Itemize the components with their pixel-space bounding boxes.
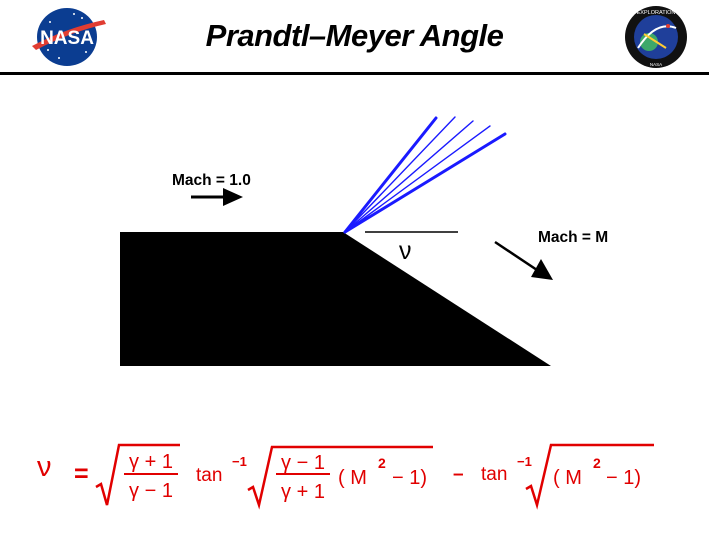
angle-symbol: ν — [399, 237, 412, 265]
downstream-mach-label: Mach = M — [538, 229, 608, 246]
exploration-logo-subtext: NASA — [650, 62, 662, 67]
eq-paren-close-1: − 1) — [392, 467, 427, 489]
eq-frac1-numerator: γ + 1 — [129, 451, 173, 473]
eq-paren-open-m: ( M — [338, 467, 367, 489]
downstream-arrow — [494, 240, 541, 274]
nasa-logo-text: NASA — [40, 28, 94, 49]
eq-tan-1-exponent: −1 — [232, 454, 247, 469]
upstream-mach-label: Mach = 1.0 — [172, 172, 251, 189]
fan-ray-4 — [344, 125, 491, 233]
upstream-arrowhead — [223, 188, 243, 206]
eq-equals: = — [74, 460, 89, 488]
eq-tan-2: tan — [481, 464, 507, 485]
header-divider — [0, 72, 709, 75]
eq-sqrt-1 — [95, 443, 180, 506]
fan-ray-5 — [343, 132, 507, 234]
eq-tan-2-exponent: −1 — [517, 454, 532, 469]
nasa-logo: NASA — [32, 8, 106, 66]
eq-frac2-numerator: γ − 1 — [281, 452, 325, 474]
fan-ray-3 — [344, 120, 474, 233]
fan-ray-1 — [343, 116, 438, 234]
fan-ray-2 — [344, 116, 456, 233]
eq-frac1-denominator: γ − 1 — [129, 480, 173, 502]
eq-m-exponent-2: 2 — [593, 455, 601, 471]
header: NASA Prandtl–Meyer Angle EXPLORATION NAS… — [0, 0, 709, 78]
expansion-fan — [343, 116, 507, 234]
eq-paren-close-2: − 1) — [606, 467, 641, 489]
exploration-logo-text: EXPLORATION — [637, 10, 676, 16]
page-title: Prandtl–Meyer Angle — [205, 18, 504, 53]
eq-paren-open-m-2: ( M — [553, 467, 582, 489]
wedge-body — [120, 232, 551, 366]
downstream-arrowhead — [531, 259, 553, 280]
eq-lhs-nu: ν — [37, 451, 52, 483]
eq-frac2-denominator: γ + 1 — [281, 481, 325, 503]
nasa-logo-swoosh — [32, 20, 106, 50]
eq-m-exponent-1: 2 — [378, 455, 386, 471]
exploration-logo: EXPLORATION NASA — [625, 6, 687, 68]
eq-sqrt-2 — [247, 445, 433, 510]
eq-sqrt-3 — [525, 443, 654, 510]
eq-tan-1: tan — [196, 465, 222, 486]
eq-minus: – — [453, 464, 464, 485]
nasa-logo-disc — [37, 8, 97, 66]
